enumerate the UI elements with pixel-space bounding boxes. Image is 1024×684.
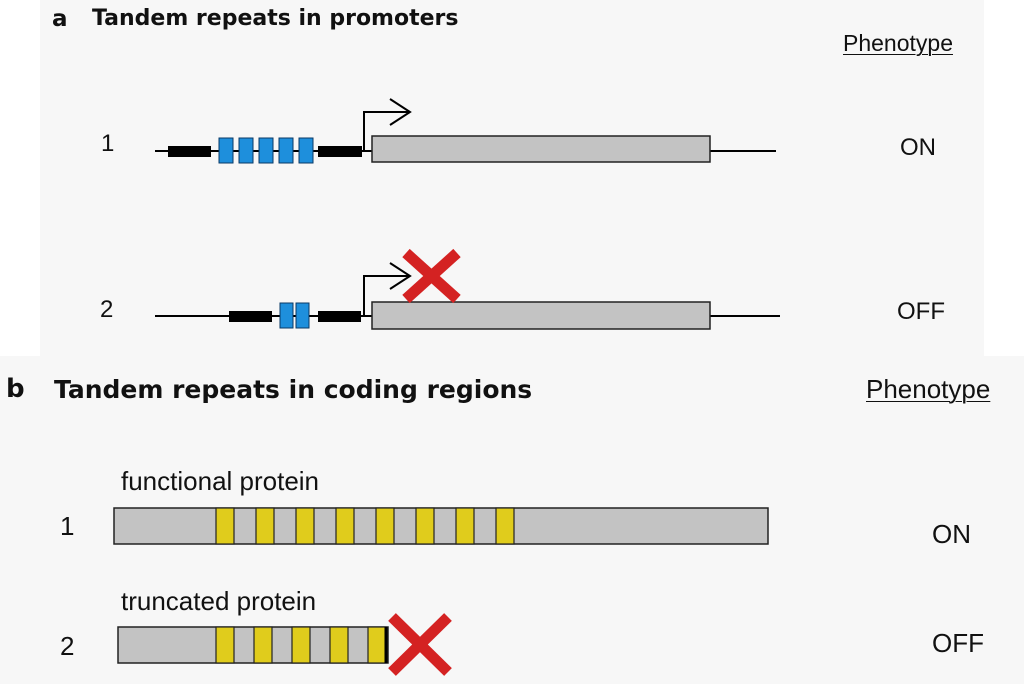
panel-b-row-1-label: functional protein: [121, 466, 320, 496]
panel-b-row-2-phenotype: OFF: [932, 628, 984, 658]
transcription-start-arrow: [363, 98, 412, 152]
repeat-unit: [335, 507, 355, 545]
repeat-unit: [298, 137, 314, 164]
repeat-unit: [215, 626, 235, 664]
panel-a-row-2-phenotype: OFF: [897, 298, 945, 325]
protein-body: [113, 507, 769, 545]
gene-body: [371, 135, 711, 163]
cross-mark-icon: [388, 613, 452, 676]
repeat-unit: [278, 137, 294, 164]
panel-a-row-1-number: 1: [101, 130, 115, 157]
repeat-unit: [215, 507, 235, 545]
repeat-unit: [295, 507, 315, 545]
repeat-unit: [279, 302, 294, 329]
panel-a-letter: a: [52, 6, 68, 32]
promoter-repeats: [218, 137, 314, 164]
panel-b-title: Tandem repeats in coding regions: [54, 375, 533, 404]
promoter-repeats: [279, 302, 310, 329]
repeat-unit: [238, 137, 254, 164]
panel-a-phenotype-header: Phenotype: [843, 30, 953, 56]
transcription-start-arrow: [363, 262, 412, 316]
repeat-unit: [253, 626, 273, 664]
coding-repeats: [215, 507, 515, 545]
repeat-unit: [375, 507, 395, 545]
panel-a: [40, 0, 984, 356]
repeat-unit: [367, 626, 387, 664]
promoter-element-left: [168, 146, 211, 157]
repeat-unit: [258, 137, 274, 164]
repeat-unit: [255, 507, 275, 545]
repeat-unit: [329, 626, 349, 664]
panel-b-letter: b: [6, 374, 25, 404]
panel-a-title: Tandem repeats in promoters: [92, 6, 459, 31]
gene-body: [371, 301, 711, 330]
panel-a-row-1-construct: [155, 98, 776, 164]
panel-a-row-2-number: 2: [100, 296, 114, 323]
panel-b-row-2-number: 2: [60, 631, 75, 661]
panel-b-row-1-phenotype: ON: [932, 519, 971, 549]
promoter-element-right: [318, 146, 362, 157]
panel-b-row-1-number: 1: [60, 511, 75, 541]
cross-mark-icon: [402, 248, 461, 304]
repeat-unit: [218, 137, 234, 164]
repeat-unit: [495, 507, 515, 545]
coding-repeats: [215, 626, 387, 664]
panel-b-row-1-protein: [113, 507, 769, 545]
promoter-element-right: [318, 311, 361, 322]
repeat-unit: [295, 302, 310, 329]
promoter-element-left: [229, 311, 272, 322]
repeat-unit: [291, 626, 311, 664]
panel-a-row-2-construct: [155, 248, 780, 330]
panel-b-row-2-label: truncated protein: [121, 586, 317, 616]
repeat-unit: [455, 507, 475, 545]
repeat-unit: [415, 507, 435, 545]
panel-b-row-2-protein: [117, 613, 452, 676]
panel-a-row-1-phenotype: ON: [900, 134, 936, 161]
panel-b-phenotype-header: Phenotype: [866, 374, 991, 404]
